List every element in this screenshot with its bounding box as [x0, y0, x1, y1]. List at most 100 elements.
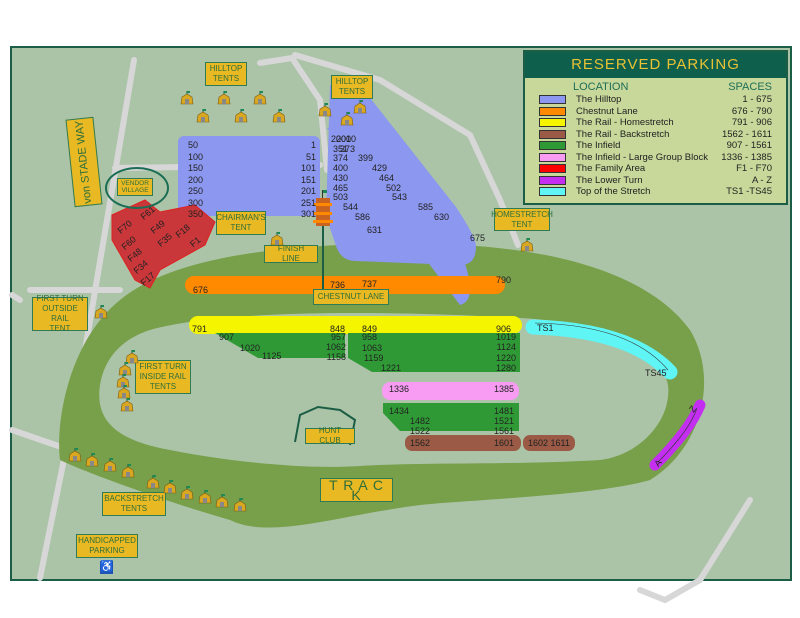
line: HILLTOP: [335, 77, 369, 86]
lot-number: 150: [188, 163, 204, 173]
lot-number: 1482: [410, 416, 431, 426]
legend-location: The Infield: [576, 140, 621, 152]
legend-col-location: LOCATION: [573, 81, 629, 93]
line: HILLTOP: [209, 64, 243, 73]
lot-number: 1385: [493, 384, 514, 394]
legend-location: The Rail - Backstretch: [576, 128, 670, 140]
lot-infield-left: [215, 333, 345, 358]
tent-icon: [180, 91, 194, 105]
lot-number: 250: [188, 186, 204, 196]
lot-infield-right: [348, 333, 520, 372]
lot-number: 675: [470, 233, 486, 243]
line: HOMESTRETCH: [491, 209, 553, 219]
lot-number: 50: [188, 140, 199, 150]
lot-number: 543: [392, 192, 408, 203]
lot-rail-backstretch-2: [523, 435, 575, 451]
lot-number: 848: [330, 324, 346, 334]
lot-number: 350: [188, 209, 204, 219]
hunt-club-outline: [294, 405, 357, 446]
tent-icon: [340, 112, 354, 126]
legend-location: The Family Area: [576, 163, 646, 175]
legend-swatch: [539, 187, 566, 197]
lot-number: 958: [362, 332, 378, 342]
line: TENTS: [120, 504, 148, 513]
tent-icon: [120, 398, 134, 412]
line: PARKING: [89, 546, 125, 555]
tent-icon: [233, 498, 247, 512]
line: VILLAGE: [121, 187, 149, 194]
lot-number: 1336: [389, 384, 410, 394]
lot-number: 906: [496, 324, 512, 334]
tent-icon: [234, 109, 248, 123]
legend-location: Top of the Stretch: [576, 186, 651, 198]
text: FINISH LINE: [277, 244, 305, 263]
tent-icon: [163, 480, 177, 494]
lot-number: 151: [300, 174, 316, 185]
lot-number: 251: [300, 197, 316, 208]
lot-number: 849: [362, 324, 378, 334]
lot-infield-large-group: [382, 382, 519, 400]
hunt-club-label: HUNT CLUB: [305, 426, 355, 445]
finish-line-pole: [322, 225, 324, 295]
legend-swatch: [539, 141, 566, 151]
lot-number: 300: [188, 197, 204, 208]
line: TENTS: [149, 382, 177, 391]
lot-number: 1220: [495, 352, 516, 363]
lot-number: 200: [188, 174, 204, 185]
lot-number: 1602 1611: [528, 438, 570, 448]
lot-number: 100: [188, 151, 204, 162]
text: HUNT CLUB: [318, 426, 342, 445]
legend-swatch: [539, 164, 566, 174]
legend-swatch: [539, 175, 566, 185]
lot-number: 1522: [410, 426, 431, 436]
lot-number: 676: [193, 285, 209, 295]
line: TENTS: [338, 87, 366, 96]
line: FIRST TURN: [36, 294, 84, 303]
legend-spaces: 907 - 1561: [726, 140, 772, 152]
lot-number: 1434: [389, 406, 410, 416]
tent-icon: [215, 494, 229, 508]
lot-hilltop-right: [326, 85, 476, 266]
legend-row: The Infield 907 - 1561: [525, 140, 786, 152]
lot-family-area: [111, 199, 216, 289]
lot-number: 351: [333, 143, 349, 154]
lot-number: 585: [418, 201, 434, 212]
lot-number: 429: [372, 163, 388, 174]
lot-number: TS45: [645, 368, 667, 378]
legend-spaces: F1 - F70: [736, 163, 772, 175]
tent-icon: [118, 362, 132, 376]
legend-swatch: [539, 106, 566, 116]
legend-location: The Hilltop: [576, 94, 622, 106]
lot-number: 1481: [493, 406, 514, 416]
legend-columns: LOCATION SPACES: [525, 78, 786, 94]
tent-icon: [85, 453, 99, 467]
line: FIRST TURN: [139, 362, 187, 371]
legend-spaces: A - Z: [751, 174, 772, 186]
lot-number: 400: [333, 163, 349, 174]
line: OUTSIDE RAIL: [42, 304, 78, 323]
chestnut-lane-label: CHESTNUT LANE: [313, 289, 389, 305]
lot-number: 791: [192, 324, 208, 334]
lot-number: 1521: [493, 416, 514, 426]
lot-number: 1158: [326, 352, 346, 362]
lot-number: 2010: [336, 134, 357, 144]
line: INSIDE RAIL: [139, 372, 187, 381]
legend-location: The Infield - Large Group Block: [576, 151, 709, 163]
lot-number: 1020: [240, 343, 261, 353]
tent-icon: [117, 385, 131, 399]
lot-number: 464: [379, 172, 395, 183]
legend-swatch: [539, 129, 566, 139]
tent-icon: [94, 305, 108, 319]
lot-number: 544: [343, 201, 359, 212]
lot-number: 465: [333, 182, 349, 193]
lot-number: 399: [358, 153, 374, 164]
